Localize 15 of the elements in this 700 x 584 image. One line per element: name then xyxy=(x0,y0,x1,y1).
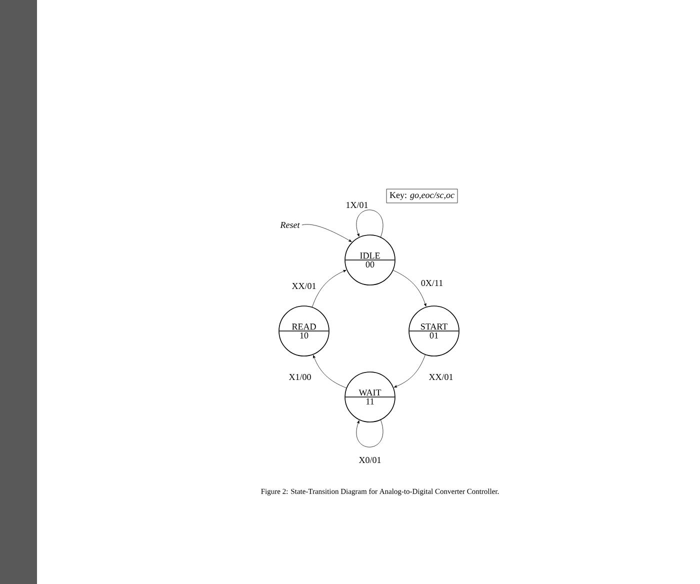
arrow xyxy=(302,224,352,242)
arrow xyxy=(356,210,383,238)
edge-label: X1/00 xyxy=(288,372,312,382)
arrow xyxy=(312,270,346,308)
edge-label: XX/01 xyxy=(290,282,318,290)
arrow xyxy=(356,420,383,448)
reset-label: Reset xyxy=(280,222,300,228)
key-box: Key: go,eoc/sc,oc xyxy=(386,188,458,204)
edge-label: X0/01 xyxy=(358,456,382,464)
arrow xyxy=(393,270,426,306)
edge-label: 1X/01 xyxy=(344,200,370,210)
edge-label: 0X/11 xyxy=(420,278,444,288)
edge-label: XX/01 xyxy=(428,372,454,382)
arrow xyxy=(313,355,346,388)
arrow xyxy=(394,354,426,388)
